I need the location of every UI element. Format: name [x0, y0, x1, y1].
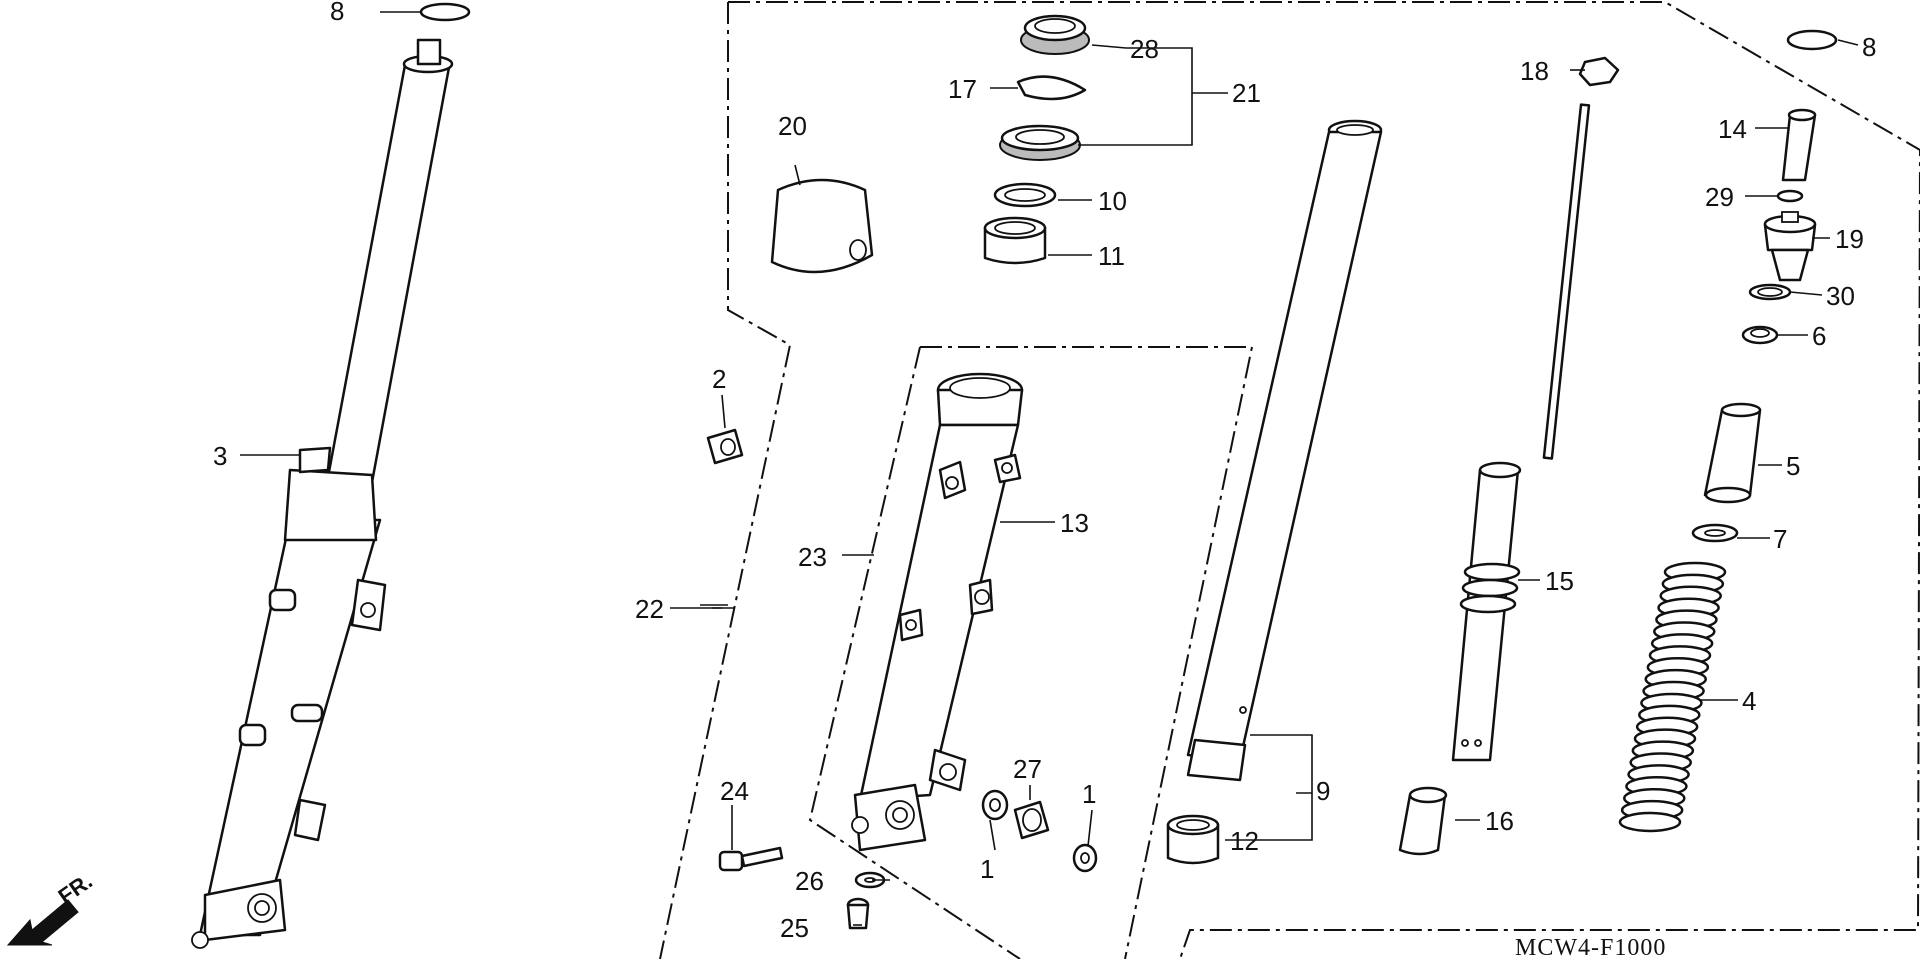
label-part-21: 21	[1232, 78, 1261, 108]
bushing-12	[1166, 814, 1220, 865]
label-part-15: 15	[1545, 566, 1574, 596]
assembly-boundary-outer	[659, 1, 1920, 959]
oil-seal-21	[999, 124, 1081, 161]
arrow-icon	[6, 899, 79, 946]
label-part-26: 26	[795, 866, 824, 896]
adjuster-14	[1781, 108, 1817, 182]
fork-slider-23	[851, 372, 1024, 852]
label-part-18: 18	[1520, 56, 1549, 86]
leader-lines	[240, 11, 1859, 926]
label-part-30: 30	[1826, 281, 1855, 311]
label-part-9: 9	[1316, 776, 1330, 806]
o-ring-29	[1776, 189, 1804, 203]
label-part-6: 6	[1812, 321, 1826, 351]
washer-1b	[1072, 843, 1098, 873]
label-part-17: 17	[948, 74, 977, 104]
snap-ring-right	[1786, 29, 1838, 51]
spring-seat-7	[1691, 523, 1739, 543]
stopper-ring-17	[1016, 75, 1087, 101]
dust-seal-28	[1020, 14, 1090, 55]
label-part-14: 14	[1718, 114, 1747, 144]
washer-1a	[981, 789, 1009, 821]
label-part-2: 2	[712, 364, 726, 394]
fork-bolt-19	[1763, 211, 1817, 282]
bolt-25	[846, 897, 870, 930]
damper-rod-15	[1451, 103, 1591, 762]
label-part-23: 23	[798, 542, 827, 572]
label-part-29: 29	[1705, 182, 1734, 212]
assembly-boundary-inner	[808, 346, 1254, 959]
label-part-25: 25	[780, 913, 809, 943]
label-part-8-right: 8	[1862, 32, 1876, 62]
label-part-24: 24	[720, 776, 749, 806]
snap-ring-left	[419, 2, 471, 22]
slider-bushing-11	[983, 216, 1047, 265]
spring-collar-5	[1703, 402, 1762, 504]
label-part-12: 12	[1230, 826, 1259, 856]
oil-lock-piece-16	[1398, 786, 1448, 856]
label-part-16: 16	[1485, 806, 1514, 836]
complete-fork-assembly	[191, 38, 454, 949]
label-part-19: 19	[1835, 224, 1864, 254]
label-part-5: 5	[1786, 451, 1800, 481]
label-part-3: 3	[213, 441, 227, 471]
label-part-22: 22	[635, 594, 664, 624]
label-part-10: 10	[1098, 186, 1127, 216]
label-part-1-left: 1	[980, 854, 994, 884]
fork-pipe-9	[1186, 119, 1383, 782]
bolt-24	[718, 846, 784, 872]
o-ring-30	[1748, 283, 1792, 301]
label-part-7: 7	[1773, 524, 1787, 554]
lock-nut-6	[1741, 325, 1779, 345]
part-labels: 8 3 28 21 17 10 11 20 2 13 23 22 24 26 2…	[213, 0, 1876, 943]
front-direction-arrow: FR.	[6, 868, 97, 946]
fork-guard-20	[770, 178, 874, 274]
nut-18	[1578, 56, 1620, 87]
label-part-1-right: 1	[1082, 779, 1096, 809]
label-part-28: 28	[1130, 34, 1159, 64]
collar-2	[706, 428, 744, 465]
label-part-11: 11	[1098, 241, 1125, 271]
label-part-27: 27	[1013, 754, 1042, 784]
front-label: FR.	[54, 868, 97, 909]
collar-27	[1013, 800, 1050, 840]
fork-spring-4	[1618, 561, 1727, 833]
label-part-13: 13	[1060, 508, 1089, 538]
back-up-ring-10	[993, 182, 1057, 208]
label-part-8-left: 8	[330, 0, 344, 26]
label-part-20: 20	[778, 111, 807, 141]
diagram-code: MCW4-F1000	[1515, 935, 1666, 959]
spring-coil	[1618, 811, 1682, 833]
label-part-4: 4	[1742, 686, 1756, 716]
